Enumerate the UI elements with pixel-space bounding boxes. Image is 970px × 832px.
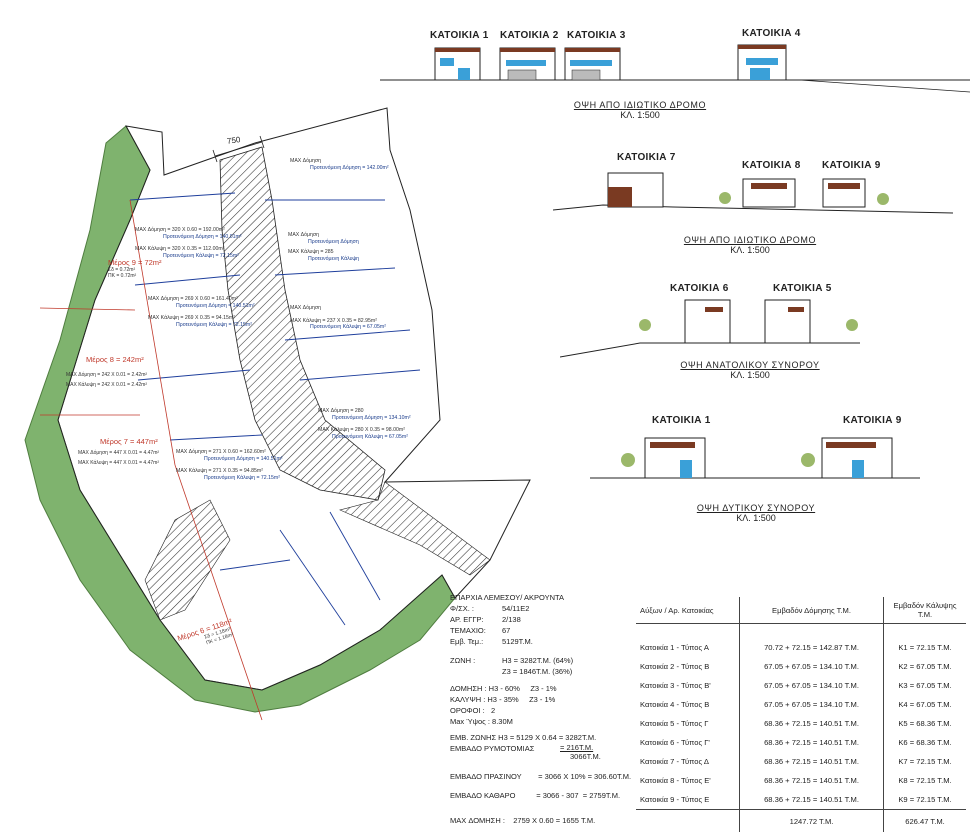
- table-row: Κατοικία 8 - Τύπος Ε'68.36 + 72.15 = 140…: [636, 771, 966, 790]
- table-header: Αύξων / Αρ. Κατοικίας: [636, 597, 740, 624]
- part-title: Μέρος 9 = 72m²: [108, 258, 162, 267]
- house-facade: [435, 48, 480, 80]
- zone-row: ΖΩΝΗ :Η3 = 3282Τ.Μ. (64%): [450, 655, 630, 666]
- site-info-row: ΑΡ. ΕΓΓΡ:2/138: [450, 614, 630, 625]
- road-corridor-west: [145, 500, 230, 620]
- site-info-heading: ΕΠΑΡΧΙΑ ΛΕΜΕΣΟΥ/ ΑΚΡΟΥΝΤΑ: [450, 592, 630, 603]
- part-line: MAX Δόμηση = 447 X 0.01 = 4.47m²: [78, 450, 159, 456]
- part-title: Μέρος 7 = 447m²: [100, 437, 159, 446]
- house-facade: [822, 438, 892, 478]
- dimension-label: 750: [226, 135, 240, 146]
- house-facade: [765, 300, 810, 343]
- elevation-drawing-3: [560, 295, 880, 363]
- zone-row: Ζ3 = 1846Τ.Μ. (36%): [450, 666, 630, 677]
- domisi-row: ΔΟΜΗΣΗ : Η3 - 60% Ζ3 - 1%: [450, 683, 630, 694]
- part-7-label: Μέρος 7 = 447m² MAX Δόμηση = 447 X 0.01 …: [100, 437, 159, 466]
- part-line: ΠΚ = 0.72m²: [108, 273, 162, 279]
- table-header-row: Αύξων / Αρ. Κατοικίας Εμβαδόν Δόμησης Τ.…: [636, 597, 966, 624]
- table-total-row: 1247.72 Τ.Μ.626.47 Τ.Μ.: [636, 810, 966, 832]
- house-label: ΚΑΤΟΙΚΙΑ 5: [773, 283, 832, 294]
- house-label: ΚΑΤΟΙΚΙΑ 4: [742, 28, 801, 39]
- part-title: Μέρος 8 = 242m²: [86, 355, 147, 364]
- house-label: ΚΑΤΟΙΚΙΑ 6: [670, 283, 729, 294]
- site-info-row: Εμβ. Τεμ.:5129Τ.Μ.: [450, 636, 630, 647]
- house-facade: [743, 179, 795, 207]
- part-line: MAX Κάλυψη = 447 X 0.01 = 4.47m²: [78, 460, 159, 466]
- house-label: ΚΑΤΟΙΚΙΑ 1: [652, 415, 711, 426]
- house-facade: [823, 179, 865, 207]
- max-height-row: Max Ύψος : 8.30M: [450, 716, 630, 727]
- elevation-drawing-2: [553, 165, 953, 220]
- plot-area-text: MAX Δόμηση MAX Κάλυψη = 237 X 0.35 = 82.…: [290, 305, 386, 331]
- house-label: ΚΑΤΟΙΚΙΑ 7: [617, 152, 676, 163]
- area-table: Αύξων / Αρ. Κατοικίας Εμβαδόν Δόμησης Τ.…: [636, 597, 966, 832]
- house-facade: [500, 48, 555, 80]
- kalypsi-row: ΚΑΛΥΨΗ : Η3 - 35% Ζ3 - 1%: [450, 694, 630, 705]
- table-header: Εμβαδόν Κάλυψης Τ.Μ.: [884, 597, 967, 624]
- part-8-label: Μέρος 8 = 242m² MAX Δόμηση = 242 X 0.01 …: [80, 355, 147, 388]
- site-info-row: Φ/ΣΧ. :54/11E2: [450, 603, 630, 614]
- house-facade: [608, 173, 663, 207]
- part-line: MAX Δόμηση = 242 X 0.01 = 2.42m²: [66, 372, 147, 378]
- house-facade: [645, 438, 705, 478]
- site-info-row: ΤΕΜΑΧΙΟ:67: [450, 625, 630, 636]
- part-9-label: Μέρος 9 = 72m² Σδ = 0.72m² ΠΚ = 0.72m²: [108, 258, 162, 279]
- area-calcs: ΕΜΒ. ΖΩΝΗΣ Η3 = 5129 X 0.64 = 3282Τ.Μ. Ε…: [450, 732, 635, 826]
- elevation-drawing-4: [590, 428, 920, 493]
- table-row: Κατοικία 6 - Τύπος Γ'68.36 + 72.15 = 140…: [636, 733, 966, 752]
- elevation-drawing-1: [380, 40, 970, 100]
- max-building-row: MAX ΔΟΜΗΣΗ : 2759 X 0.60 = 1655 Τ.Μ.: [450, 815, 635, 826]
- orofoi-row: ΟΡΟΦΟΙ : 2: [450, 705, 630, 716]
- table-row: Κατοικία 3 - Τύπος Β'67.05 + 67.05 = 134…: [636, 676, 966, 695]
- table-header: Εμβαδόν Δόμησης Τ.Μ.: [740, 597, 884, 624]
- green-area-row: ΕΜΒΑΔΟ ΠΡΑΣΙΝΟΥ = 3066 X 10% = 306.60Τ.Μ…: [450, 771, 635, 782]
- part-line: MAX Κάλυψη = 242 X 0.01 = 2.42m²: [66, 382, 147, 388]
- house-label: ΚΑΤΟΙΚΙΑ 9: [843, 415, 902, 426]
- road-area-row: ΕΜΒΑΔΟ ΡΥΜΟΤΟΜΙΑΣ = 216Τ.Μ. 3066Τ.Μ.: [450, 743, 635, 761]
- house-facade: [738, 45, 786, 80]
- house-facade: [565, 48, 620, 80]
- house-facade: [685, 300, 730, 343]
- site-info: ΕΠΑΡΧΙΑ ΛΕΜΕΣΟΥ/ ΑΚΡΟΥΝΤΑ Φ/ΣΧ. :54/11E2…: [450, 592, 630, 727]
- zone-area-row: ΕΜΒ. ΖΩΝΗΣ Η3 = 5129 X 0.64 = 3282Τ.Μ.: [450, 732, 635, 743]
- net-area-row: ΕΜΒΑΔΟ ΚΑΘΑΡΟ = 3066 - 307 = 2759Τ.Μ.: [450, 790, 635, 801]
